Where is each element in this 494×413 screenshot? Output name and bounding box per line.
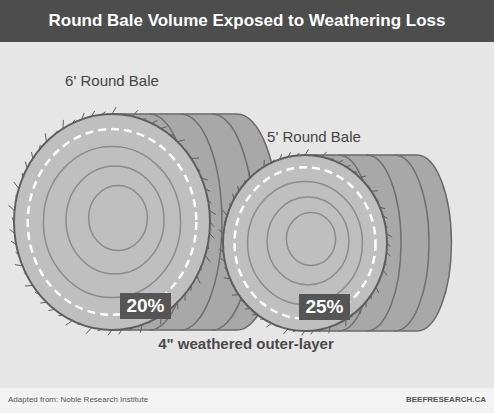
percent-value: 25% <box>305 296 343 318</box>
hay-strand <box>86 328 91 334</box>
title-band <box>0 0 494 42</box>
twine-band <box>395 155 429 331</box>
percent-box: 25% <box>299 294 350 320</box>
hay-ring <box>248 181 363 304</box>
weathered-boundary <box>28 129 197 315</box>
percent-value: 20% <box>126 295 164 317</box>
layer-note: 4" weathered outer-layer <box>158 335 334 352</box>
source-note: Adapted from: Noble Research Institute <box>8 395 148 404</box>
hay-ring <box>66 166 164 274</box>
bale-label: 6' Round Bale <box>65 72 159 89</box>
watermark: BEEFRESEARCH.CA <box>406 395 486 404</box>
hay-ring <box>267 197 349 285</box>
footer-band <box>0 388 494 413</box>
hay-ring <box>286 213 335 266</box>
hay-strand <box>66 321 72 326</box>
bale-face <box>223 155 387 331</box>
bale-label: 5' Round Bale <box>267 128 361 145</box>
hay-strand <box>45 133 46 141</box>
hay-strand <box>132 110 137 116</box>
title: Round Bale Volume Exposed to Weathering … <box>48 11 445 31</box>
hay-ring <box>43 146 180 297</box>
five-foot-bale <box>218 149 451 335</box>
bale-face <box>14 114 210 330</box>
hay-strand <box>205 255 210 262</box>
hay-strand <box>112 107 116 114</box>
hay-ring <box>89 186 148 251</box>
percent-box: 20% <box>120 293 171 319</box>
